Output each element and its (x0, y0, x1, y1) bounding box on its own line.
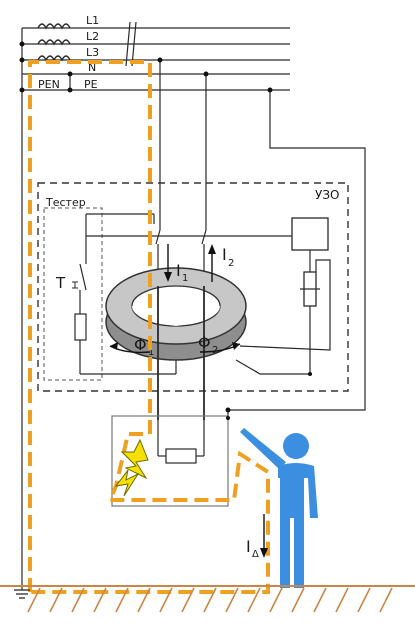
rcd-label: УЗО (315, 188, 339, 202)
ground-hatch-mark (93, 587, 107, 613)
supply-lines (19, 21, 290, 590)
current2-sub: 2 (228, 258, 234, 269)
tester-box (43, 207, 103, 381)
ground-hatch-mark (159, 587, 173, 613)
load-box (111, 415, 229, 507)
label-n: N (88, 61, 96, 74)
flux-arrows (109, 342, 241, 354)
ground-hatch-mark (137, 587, 151, 613)
label-l1: L1 (86, 14, 99, 27)
flux1-sub: 1 (148, 347, 154, 358)
ground-hatch-mark (335, 587, 349, 613)
ground-hatch-mark (27, 587, 41, 613)
ground-hatch-mark (71, 587, 85, 613)
ground-hatch-mark (291, 587, 305, 613)
ground-surface (0, 585, 415, 613)
tester-resistor (74, 313, 87, 341)
lightning-bolt-icon (114, 438, 149, 497)
tester-circuit: T (55, 213, 177, 375)
ground-hatch-mark (225, 587, 239, 613)
label-pe: PE (84, 78, 98, 91)
ground-hatch-mark (203, 587, 217, 613)
ground-symbol-icon (14, 589, 30, 599)
trip-mechanism (235, 217, 331, 376)
leak-current-label: I (246, 537, 251, 556)
leak-current-arrow (260, 514, 268, 558)
load-resistor (165, 448, 197, 464)
flux2-sub: 2 (212, 345, 218, 356)
leak-current-sub: Δ (252, 549, 259, 560)
label-l2: L2 (86, 30, 99, 43)
flux1-label: Φ (134, 335, 147, 354)
ground-hatch-mark (313, 587, 327, 613)
current1-sub: 1 (182, 273, 188, 284)
trip-relay (291, 217, 329, 251)
label-pen: PEN (38, 78, 60, 91)
label-l3: L3 (86, 46, 99, 59)
current-arrows (164, 244, 216, 282)
rcd-feed-wires (157, 57, 366, 418)
ground-hatch-mark (49, 587, 63, 613)
current2-label: I (222, 245, 227, 264)
tester-label: Тестер (45, 196, 86, 209)
ground-hatch-mark (247, 587, 261, 613)
ground-hatch-mark (357, 587, 371, 613)
person-icon (240, 428, 318, 588)
rcd-box (37, 182, 349, 392)
ground-hatch-mark (269, 587, 283, 613)
ground-hatch-mark (181, 587, 195, 613)
test-button-icon (72, 281, 78, 289)
toroid-core (105, 267, 247, 420)
current1-label: I (176, 261, 181, 280)
ground-hatch-mark (115, 587, 129, 613)
fault-current-path (28, 60, 270, 594)
ground-hatch-mark (379, 587, 393, 613)
inductor-coils (37, 23, 71, 62)
test-button-label: T (55, 274, 66, 292)
flux2-label: Φ (198, 333, 211, 352)
